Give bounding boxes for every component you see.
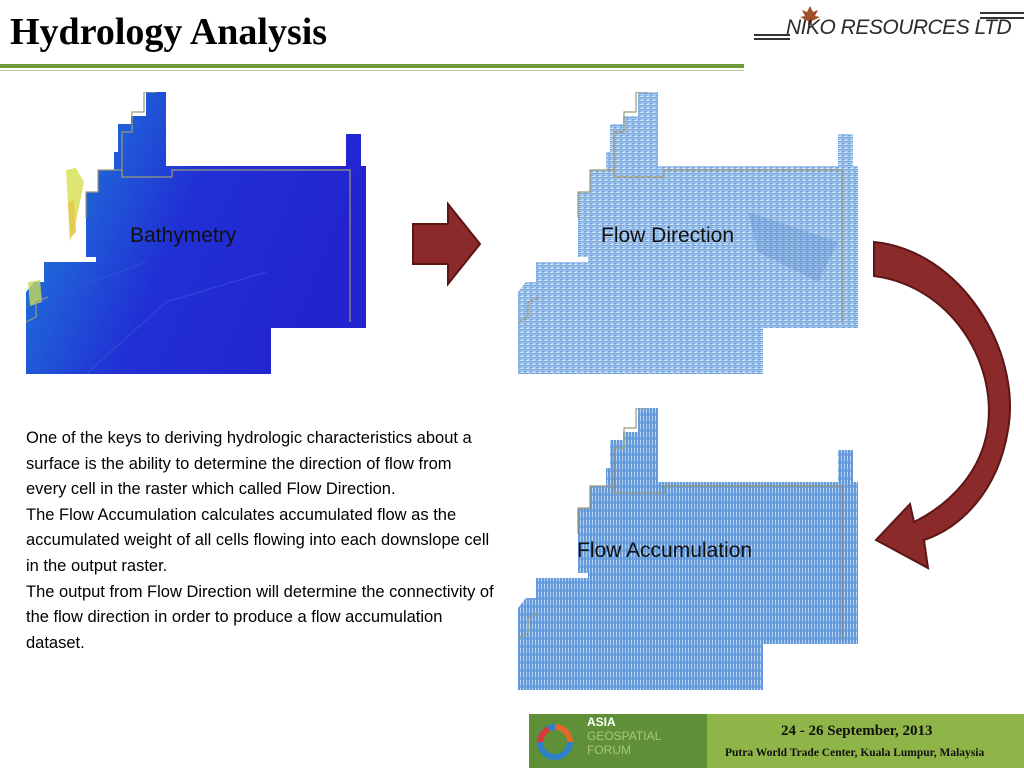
bathymetry-map [26, 92, 366, 375]
forum-logo-icon [537, 724, 573, 760]
logo-text: NIKO RESOURCES LTD [786, 16, 1012, 39]
asia-geospatial-forum-logo: ASIA GEOSPATIAL FORUM [529, 714, 707, 768]
forum-logo-line-1: ASIA [587, 715, 616, 729]
description-paragraph-1: One of the keys to deriving hydrologic c… [26, 429, 472, 499]
event-venue: Putra World Trade Center, Kuala Lumpur, … [725, 747, 985, 759]
flow-accumulation-label: Flow Accumulation [577, 539, 753, 562]
bathymetry-label: Bathymetry [130, 224, 237, 247]
footer-banner: ASIA GEOSPATIAL FORUM 24 - 26 September,… [529, 714, 1024, 768]
flow-accumulation-map [518, 408, 858, 690]
event-date: 24 - 26 September, 2013 [781, 723, 933, 739]
niko-logo [754, 6, 1024, 40]
title-underline [0, 64, 744, 68]
title-underline-thin [0, 70, 744, 71]
curved-arrow-icon [873, 240, 1011, 570]
maple-leaf-icon [800, 6, 820, 25]
flow-direction-label: Flow Direction [601, 224, 735, 247]
description-text: One of the keys to deriving hydrologic c… [26, 426, 496, 656]
right-arrow-icon [412, 201, 482, 287]
description-paragraph-3: The output from Flow Direction will dete… [26, 582, 494, 652]
description-paragraph-2: The Flow Accumulation calculates accumul… [26, 505, 490, 575]
flow-direction-map [518, 92, 858, 374]
forum-logo-line-2: GEOSPATIAL [587, 729, 662, 743]
forum-logo-line-3: FORUM [587, 743, 631, 757]
page-title: Hydrology Analysis [10, 11, 328, 53]
